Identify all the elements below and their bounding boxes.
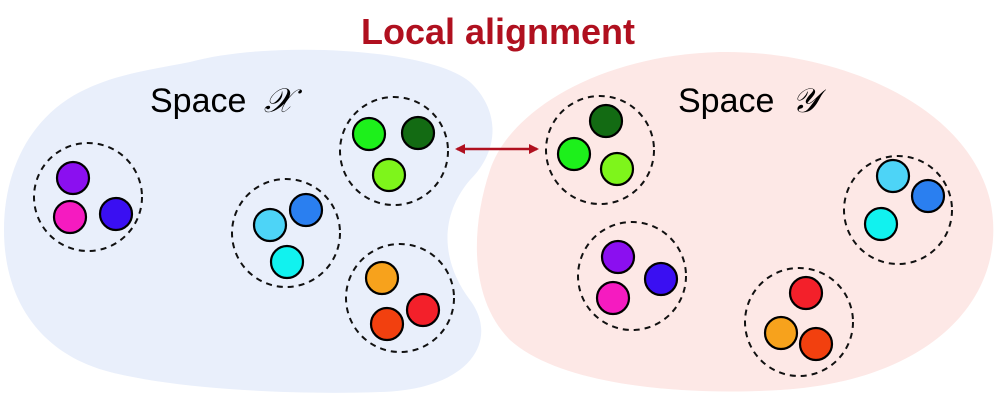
cluster-layer — [33, 95, 953, 377]
magenta-point — [52, 199, 88, 235]
cluster-boundary — [33, 142, 143, 252]
cluster-boundary — [339, 96, 449, 206]
red-orange-point — [369, 306, 405, 342]
cluster-boundary — [744, 267, 854, 377]
yellow-green-point — [599, 151, 635, 187]
lime-point — [351, 116, 387, 152]
cluster-boundary — [843, 155, 953, 265]
cluster-boundary — [577, 221, 687, 331]
red-orange-point — [798, 326, 834, 362]
orange-point — [763, 315, 799, 351]
sky-point — [875, 158, 911, 194]
dark-green-point — [588, 103, 624, 139]
space-x-label: Space 𝒳 — [150, 81, 303, 121]
blue-point — [288, 192, 324, 228]
space-y-label-text: Space — [678, 82, 774, 120]
orange-point — [364, 260, 400, 296]
cyan-point — [269, 244, 305, 280]
indigo-point — [98, 196, 134, 232]
magenta-point — [595, 280, 631, 316]
space-x-orange-group — [345, 243, 455, 353]
space-x-purple-group — [33, 142, 143, 252]
sky-point — [252, 207, 288, 243]
yellow-green-point — [371, 157, 407, 193]
lime-point — [556, 136, 592, 172]
red-point — [405, 292, 441, 328]
purple-point — [600, 239, 636, 275]
space-y-blue-group — [843, 155, 953, 265]
space-y-label: Space 𝒴 — [678, 81, 827, 121]
space-y-purple-group — [577, 221, 687, 331]
cluster-boundary — [231, 178, 341, 288]
cyan-point — [863, 206, 899, 242]
space-x-green-group — [339, 96, 449, 206]
blue-point — [910, 178, 946, 214]
space-x-blue-group — [231, 178, 341, 288]
space-y-green-group — [545, 95, 655, 205]
cluster-boundary — [345, 243, 455, 353]
purple-point — [55, 160, 91, 196]
diagram-title: Local alignment — [361, 11, 635, 52]
dark-green-point — [400, 115, 436, 151]
red-point — [788, 275, 824, 311]
space-y-orange-group — [744, 267, 854, 377]
indigo-point — [643, 261, 679, 297]
cluster-boundary — [545, 95, 655, 205]
space-x-label-text: Space — [150, 82, 246, 120]
